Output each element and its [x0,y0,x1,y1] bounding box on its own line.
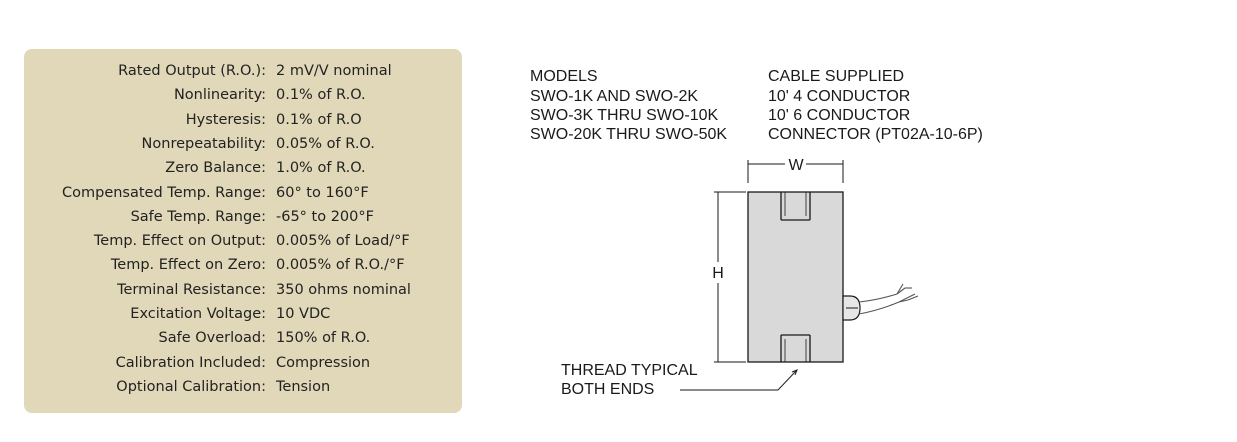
spec-row-nonrepeatability: Nonrepeatability: 0.05% of R.O. [24,136,462,160]
cable-connector-icon [842,295,861,321]
models-header: MODELS [530,68,598,85]
spec-label: Nonrepeatability: [141,135,266,152]
spec-row-temp-effect-output: Temp. Effect on Output: 0.005% of Load/°… [24,233,462,257]
spec-value: 60° to 160°F [276,184,369,201]
spec-row-safe-temp-range: Safe Temp. Range: -65° to 200°F [24,209,462,233]
spec-value: 2 mV/V nominal [276,63,392,79]
spec-label: Zero Balance: [165,160,266,177]
spec-label: Terminal Resistance: [117,281,266,298]
spec-value: 0.005% of R.O./°F [276,257,405,274]
spec-label: Safe Overload: [158,330,266,347]
spec-value: Tension [276,378,331,395]
spec-row-rated-output: Rated Output (R.O.): 2 mV/V nominal [24,63,462,87]
spec-label: Hysteresis: [185,111,266,128]
height-label: H [712,265,724,282]
spec-row-temp-effect-zero: Temp. Effect on Zero: 0.005% of R.O./°F [24,257,462,281]
spec-label: Optional Calibration: [116,378,266,395]
model-row-2: SWO-3K THRU SWO-10K [530,107,719,124]
spec-value: 0.1% of R.O [276,111,362,128]
spec-value: 1.0% of R.O. [276,160,366,177]
spec-label: Calibration Included: [115,354,266,371]
bottom-thread-hole [780,334,811,362]
spec-row-hysteresis: Hysteresis: 0.1% of R.O [24,112,462,136]
spec-row-excitation-voltage: Excitation Voltage: 10 VDC [24,306,462,330]
spec-row-terminal-resistance: Terminal Resistance: 350 ohms nominal [24,282,462,306]
spec-label: Rated Output (R.O.): [118,63,266,79]
spec-label: Excitation Voltage: [130,306,266,322]
spec-value: Compression [276,354,371,371]
cable-row-2: 10' 6 CONDUCTOR [768,107,910,124]
width-label: W [788,157,804,174]
spec-label: Temp. Effect on Zero: [110,257,266,274]
spec-value: 150% of R.O. [276,330,371,347]
spec-label: Nonlinearity: [173,87,266,104]
spec-label: Safe Temp. Range: [130,208,266,225]
model-row-3: SWO-20K THRU SWO-50K [530,126,727,143]
thread-note-leader [680,369,798,391]
cable-header: CABLE SUPPLIED [768,68,904,85]
spec-row-optional-calibration: Optional Calibration: Tension [24,379,462,403]
spec-value: -65° to 200°F [276,208,374,225]
spec-row-nonlinearity: Nonlinearity: 0.1% of R.O. [24,87,462,111]
spec-row-compensated-temp-range: Compensated Temp. Range: 60° to 160°F [24,185,462,209]
spec-row-safe-overload: Safe Overload: 150% of R.O. [24,330,462,354]
spec-value: 10 VDC [276,306,331,322]
model-row-1: SWO-1K AND SWO-2K [530,88,698,105]
spec-value: 0.05% of R.O. [276,135,375,152]
cable-row-3: CONNECTOR (PT02A-10-6P) [768,126,983,143]
height-dimension [714,191,746,363]
spec-row-calibration-included: Calibration Included: Compression [24,355,462,379]
spec-label: Compensated Temp. Range: [62,184,266,201]
spec-value: 0.1% of R.O. [276,87,366,104]
spec-label: Temp. Effect on Output: [93,233,266,250]
load-cell-body [747,191,844,363]
spec-value: 0.005% of Load/°F [276,233,410,250]
top-thread-hole [780,192,811,221]
specifications-panel: Rated Output (R.O.): 2 mV/V nominal Nonl… [24,49,462,413]
width-dimension [747,160,844,183]
thread-note-line2: BOTH ENDS [561,381,654,398]
cable-lead-icon [858,283,919,315]
cable-row-1: 10' 4 CONDUCTOR [768,88,910,105]
thread-note-line1: THREAD TYPICAL [561,362,698,379]
spec-value: 350 ohms nominal [276,281,411,298]
spec-row-zero-balance: Zero Balance: 1.0% of R.O. [24,160,462,184]
